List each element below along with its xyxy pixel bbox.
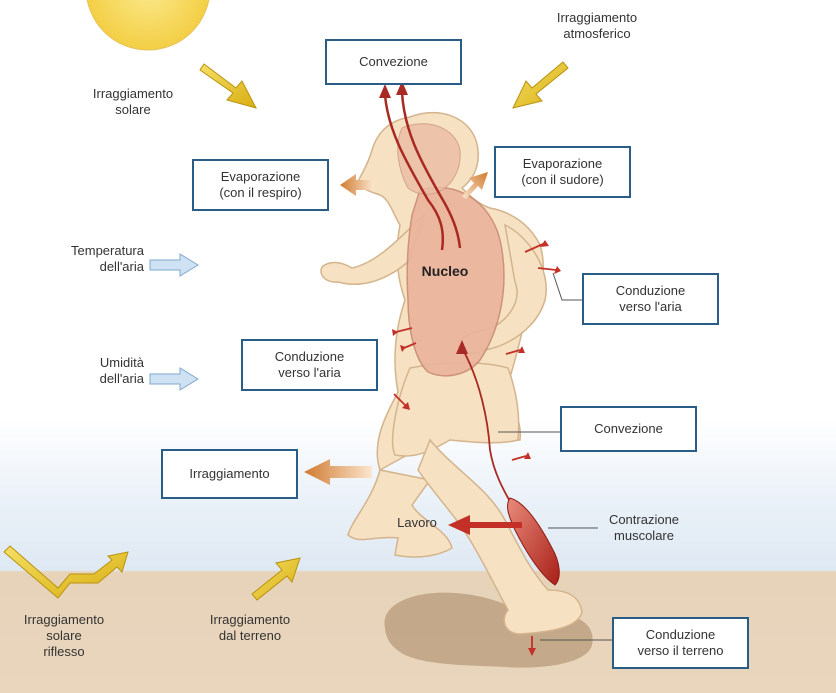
conduction-air-right-box: Conduzione verso l'aria: [582, 273, 719, 325]
air-temperature-label: Temperatura dell'aria: [20, 243, 144, 275]
air-humidity-label: Umidità dell'aria: [20, 355, 144, 387]
solar-radiation-arrow: [200, 64, 256, 108]
humidity-air-arrow: [150, 368, 198, 390]
reflected-solar-radiation-label: Irraggiamento solare riflesso: [0, 612, 128, 660]
evaporation-sweat-box: Evaporazione (con il sudore): [494, 146, 631, 198]
sun-icon: [86, 0, 210, 50]
solar-radiation-label: Irraggiamento solare: [58, 86, 208, 118]
muscle-contraction-label: Contrazione muscolare: [584, 512, 704, 544]
convection-right-box: Convezione: [560, 406, 697, 452]
conduction-ground-box: Conduzione verso il terreno: [612, 617, 749, 669]
conduction-air-left-box: Conduzione verso l'aria: [241, 339, 378, 391]
work-label: Lavoro: [382, 515, 452, 531]
ground-radiation-label: Irraggiamento dal terreno: [186, 612, 314, 644]
radiation-arrow: [304, 459, 372, 485]
reflected-solar-arrow: [4, 546, 128, 598]
ground-radiation-arrow: [252, 558, 300, 600]
convection-top-box: Convezione: [325, 39, 462, 85]
atmospheric-radiation-arrow: [513, 62, 568, 108]
core-label: Nucleo: [410, 263, 480, 279]
radiation-box: Irraggiamento: [161, 449, 298, 499]
evaporation-breath-box: Evaporazione (con il respiro): [192, 159, 329, 211]
atmospheric-radiation-label: Irraggiamento atmosferico: [532, 10, 662, 42]
temperature-air-arrow: [150, 254, 198, 276]
